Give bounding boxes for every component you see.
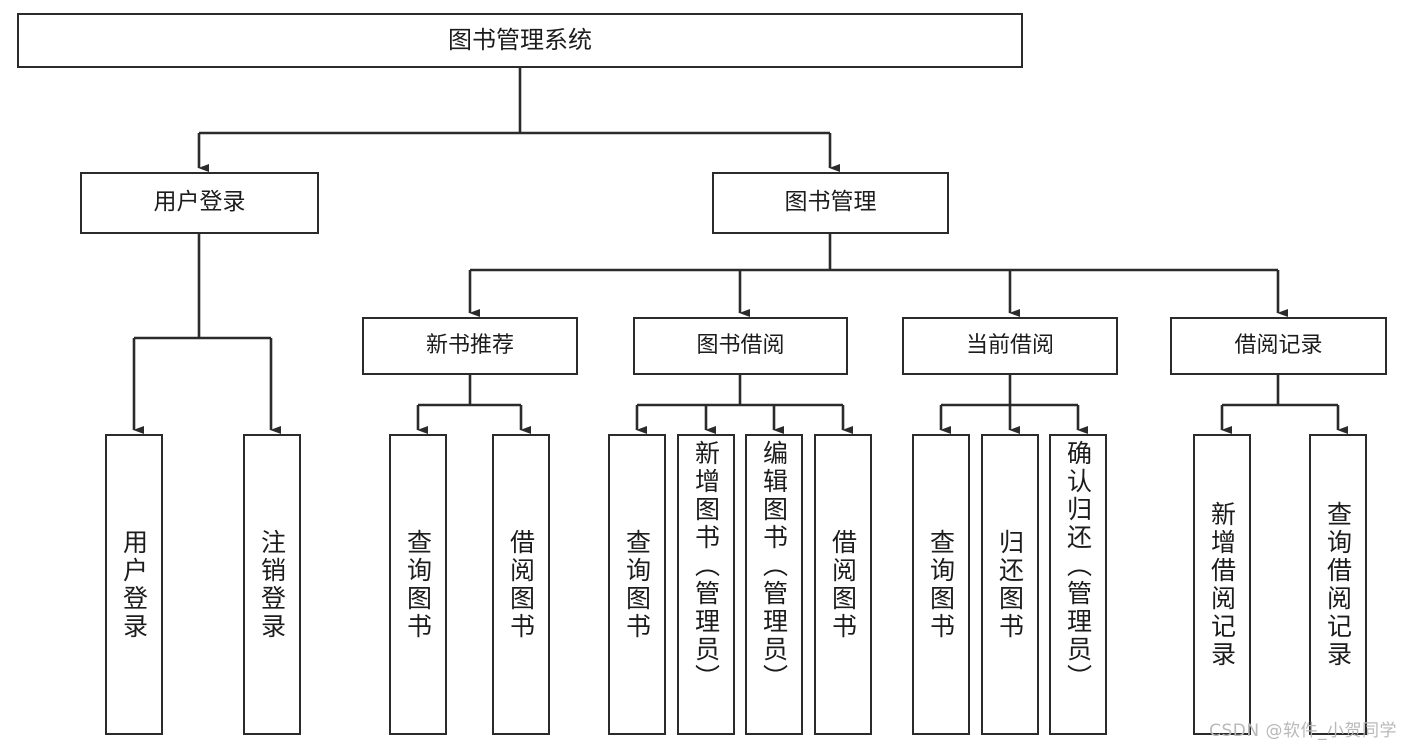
node-label: 图书借阅 — [696, 332, 785, 358]
node-new-book-recommend[interactable]: 新书推荐 — [362, 317, 578, 375]
leaf-current-borrow-return[interactable]: 归还图书 — [981, 434, 1039, 735]
leaf-user-login-logout[interactable]: 注销登录 — [243, 434, 301, 735]
node-label: 查询图书 — [403, 528, 433, 641]
leaf-current-borrow-query[interactable]: 查询图书 — [912, 434, 970, 735]
node-book-management[interactable]: 图书管理 — [712, 172, 949, 234]
leaf-borrow-records-query[interactable]: 查询借阅记录 — [1309, 434, 1367, 735]
node-label: 编辑图书（管理员） — [759, 440, 789, 692]
leaf-book-borrow-borrow[interactable]: 借阅图书 — [814, 434, 872, 735]
leaf-new-book-borrow[interactable]: 借阅图书 — [492, 434, 550, 735]
leaf-borrow-records-add[interactable]: 新增借阅记录 — [1193, 434, 1251, 735]
node-label: 新增图书（管理员） — [691, 440, 721, 692]
node-label: 查询图书 — [622, 528, 652, 641]
node-user-login[interactable]: 用户登录 — [80, 172, 319, 234]
node-label: 归还图书 — [995, 528, 1025, 641]
node-root-book-management-system[interactable]: 图书管理系统 — [17, 13, 1023, 68]
leaf-book-borrow-add[interactable]: 新增图书（管理员） — [677, 434, 735, 735]
leaf-book-borrow-edit[interactable]: 编辑图书（管理员） — [745, 434, 803, 735]
node-label: 新增借阅记录 — [1207, 500, 1237, 669]
leaf-user-login-login[interactable]: 用户登录 — [105, 434, 163, 735]
node-label: 新书推荐 — [425, 332, 514, 358]
node-label: 注销登录 — [257, 528, 287, 641]
node-label: 借阅图书 — [506, 528, 536, 641]
node-label: 借阅图书 — [828, 528, 858, 641]
node-current-borrow[interactable]: 当前借阅 — [902, 317, 1118, 375]
node-label: 确认归还（管理员） — [1063, 440, 1093, 692]
node-label: 用户登录 — [119, 528, 149, 641]
node-label: 当前借阅 — [965, 332, 1054, 358]
node-label: 图书管理系统 — [448, 26, 592, 55]
leaf-book-borrow-query[interactable]: 查询图书 — [608, 434, 666, 735]
leaf-current-borrow-confirm-return[interactable]: 确认归还（管理员） — [1049, 434, 1107, 735]
node-label: 借阅记录 — [1234, 332, 1323, 358]
node-borrow-records[interactable]: 借阅记录 — [1170, 317, 1387, 375]
node-book-borrow[interactable]: 图书借阅 — [633, 317, 848, 375]
leaf-new-book-query[interactable]: 查询图书 — [389, 434, 447, 735]
node-label: 图书管理 — [784, 189, 877, 216]
node-label: 查询借阅记录 — [1323, 500, 1353, 669]
node-label: 用户登录 — [153, 189, 246, 216]
node-label: 查询图书 — [926, 528, 956, 641]
